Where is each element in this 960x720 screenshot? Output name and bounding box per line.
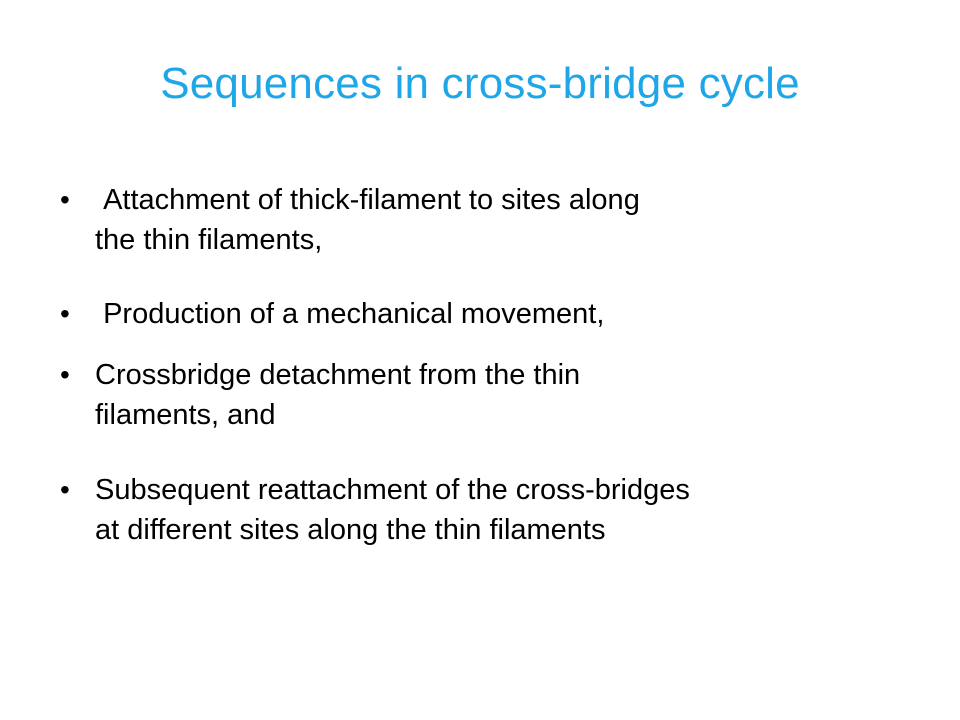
bullet-text: Crossbridge detachment from the thin fil… xyxy=(95,359,581,431)
bullet-icon: • xyxy=(60,359,70,390)
bullet-text: Subsequent reattachment of the cross-bri… xyxy=(95,474,690,546)
bullet-text: Attachment of thick-filament to sites al… xyxy=(95,184,640,256)
bullet-item: • Crossbridge detachment from the thin f… xyxy=(60,355,920,435)
bullet-item: • Attachment of thick-filament to sites … xyxy=(60,180,920,260)
bullet-item: • Subsequent reattachment of the cross-b… xyxy=(60,470,920,550)
slide-title: Sequences in cross-bridge cycle xyxy=(160,59,800,108)
bullet-icon: • xyxy=(60,474,70,505)
bullet-item: • Production of a mechanical movement, xyxy=(60,294,920,334)
bullet-icon: • xyxy=(60,298,70,329)
bullet-text: Production of a mechanical movement, xyxy=(95,298,605,330)
bullet-icon: • xyxy=(60,184,70,215)
